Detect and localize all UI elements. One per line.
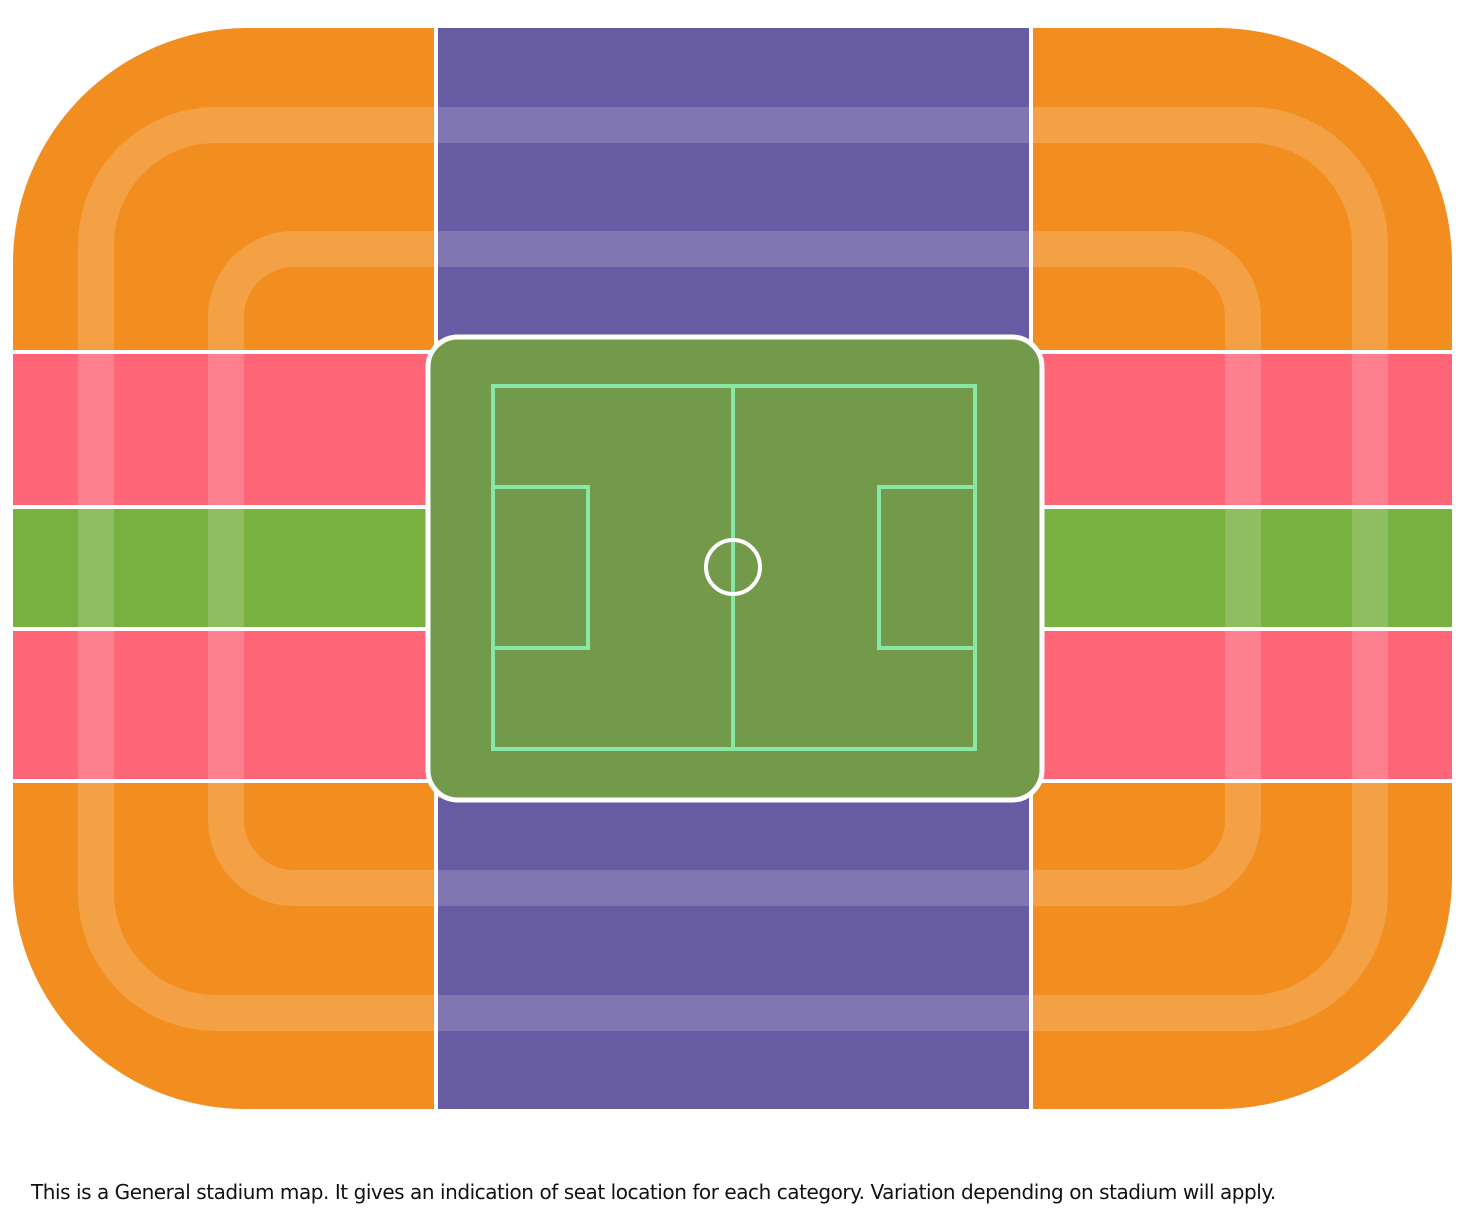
stadium-map — [0, 0, 1473, 1140]
map-caption: This is a General stadium map. It gives … — [31, 1180, 1276, 1204]
right-end-stand-center[interactable] — [1031, 509, 1473, 628]
outer-aisle-ring — [78, 107, 1388, 1031]
right-end-stand-upper[interactable] — [1031, 352, 1473, 506]
right-penalty-box — [877, 485, 977, 650]
left-end-stand-lower[interactable] — [0, 631, 437, 780]
left-end-stand-upper[interactable] — [0, 352, 437, 506]
inner-aisle-ring — [208, 231, 1261, 906]
center-circle — [704, 538, 762, 596]
bottom-side-stand[interactable] — [437, 798, 1031, 1140]
pitch-markings — [491, 384, 977, 751]
top-side-stand[interactable] — [437, 0, 1031, 340]
right-end-stand-lower[interactable] — [1031, 631, 1473, 780]
left-penalty-box — [491, 485, 590, 650]
pitch — [425, 334, 1045, 803]
left-end-stand-center[interactable] — [0, 509, 437, 628]
aisle-rings — [78, 107, 1388, 1031]
